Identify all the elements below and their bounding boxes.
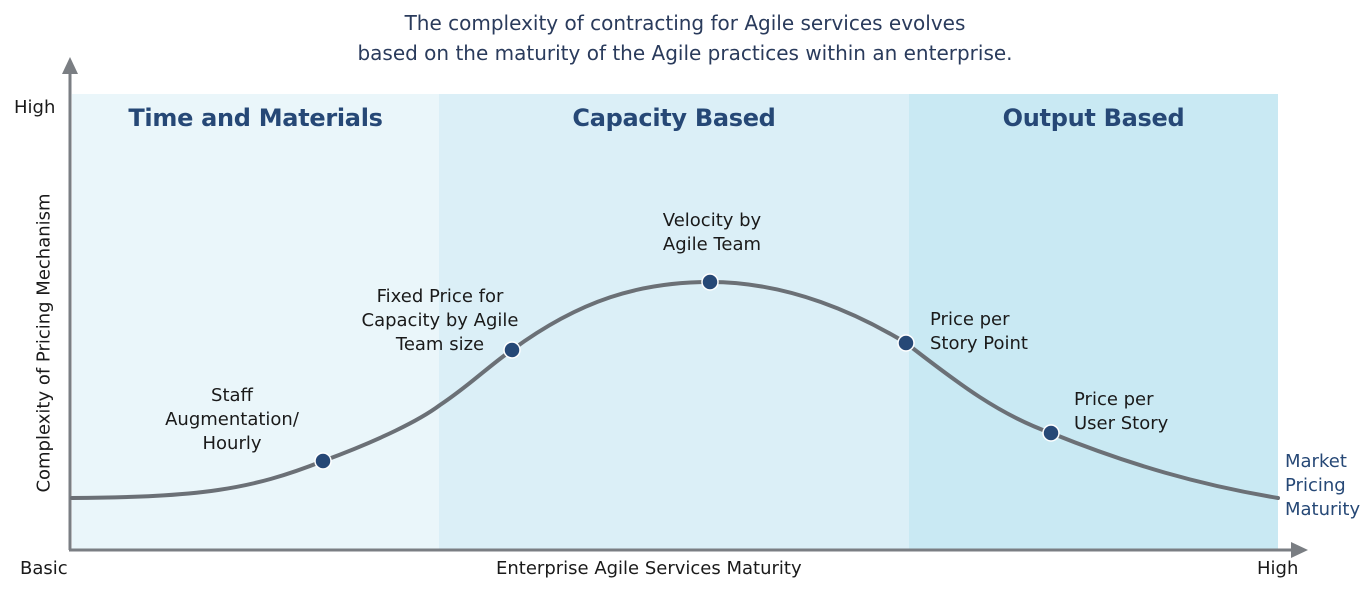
point-fixed-price-capacity [503, 341, 521, 359]
zone-label-time-and-materials: Time and Materials [128, 104, 383, 132]
point-velocity-agile-team [701, 273, 719, 291]
zone-output-based: Output Based [909, 94, 1278, 549]
label-price-per-story-point: Price per Story Point [930, 309, 1028, 354]
market-pricing-maturity-label: Market Pricing Maturity [1285, 451, 1361, 520]
chart-title-line-2: based on the maturity of the Agile pract… [357, 41, 1013, 65]
x-axis-high-label: High [1257, 558, 1299, 579]
y-axis-arrow-icon [62, 57, 78, 74]
y-axis-high-label: High [14, 97, 56, 118]
label-price-per-user-story: Price per User Story [1074, 389, 1169, 434]
zone-capacity-based: Capacity Based [439, 94, 909, 549]
point-staff-augmentation [314, 452, 332, 470]
x-axis-basic-label: Basic [20, 558, 68, 579]
zone-label-output-based: Output Based [1002, 104, 1185, 132]
x-axis-title: Enterprise Agile Services Maturity [496, 558, 802, 579]
label-staff-augmentation: Staff Augmentation/ Hourly [165, 385, 299, 454]
zone-time-and-materials: Time and Materials [72, 94, 439, 549]
x-axis-arrow-icon [1291, 542, 1308, 558]
chart-title-line-1: The complexity of contracting for Agile … [404, 11, 966, 35]
y-axis-title: Complexity of Pricing Mechanism [33, 193, 55, 493]
point-price-per-story-point [897, 334, 915, 352]
label-velocity-agile-team: Velocity by Agile Team [662, 210, 762, 255]
label-fixed-price-capacity: Fixed Price for Capacity by Agile Team s… [361, 286, 519, 355]
zone-label-capacity-based: Capacity Based [572, 104, 776, 132]
chart-title: The complexity of contracting for Agile … [0, 8, 1370, 68]
point-price-per-user-story [1042, 424, 1060, 442]
